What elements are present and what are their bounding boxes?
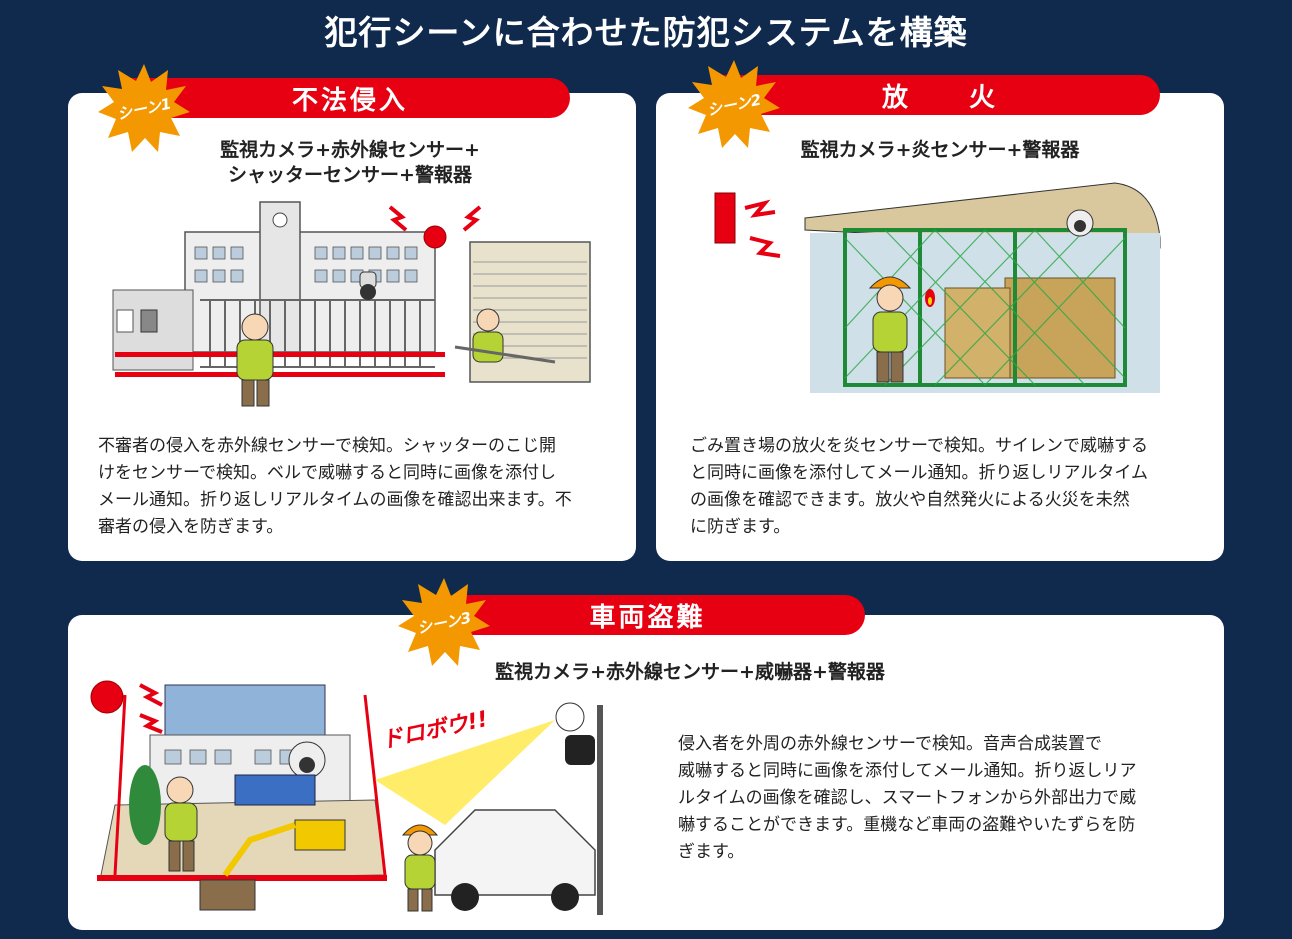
- scene2-desc-line1: ごみ置き場の放火を炎センサーで検知。サイレンで威嚇する: [690, 436, 1148, 456]
- scene1-desc-line2: けをセンサーで検知。ベルで威嚇すると同時に画像を添付し: [98, 463, 556, 483]
- scene3-desc-line2: 威嚇すると同時に画像を添付してメール通知。折り返しリア: [678, 761, 1137, 781]
- scene2-title-banner: 放 火: [720, 75, 1160, 115]
- scene1-subtitle-1: 監視カメラ+赤外線センサー+: [220, 139, 480, 161]
- scene1-desc-line4: 審者の侵入を防ぎます。: [98, 517, 284, 537]
- scene2-desc-line3: の画像を確認できます。放火や自然発火による火災を未然: [690, 490, 1130, 510]
- scene1-desc-line1: 不審者の侵入を赤外線センサーで検知。シャッターのこじ開: [98, 436, 556, 456]
- scene2-subtitle: 監視カメラ+炎センサー+警報器: [800, 139, 1080, 161]
- scene3-subtitle: 監視カメラ+赤外線センサー+威嚇器+警報器: [495, 661, 885, 683]
- scene3-illustration: [90, 680, 603, 915]
- scene2-desc-line2: と同時に画像を添付してメール通知。折り返しリアルタイム: [690, 463, 1148, 483]
- scene1-subtitle-2: シャッターセンサー+警報器: [228, 164, 472, 186]
- scene3-starburst-icon: [398, 578, 490, 666]
- scene1-illustration: [112, 201, 591, 407]
- scene3-desc-line5: ぎます。: [678, 842, 745, 862]
- scene3-desc-line3: ルタイムの画像を確認し、スマートフォンから外部出力で威: [678, 788, 1137, 808]
- scene2-starburst-icon: [688, 60, 780, 148]
- scene3-desc-line1: 侵入者を外周の赤外線センサーで検知。音声合成装置で: [678, 734, 1102, 754]
- scene3-title-banner: 車両盗難: [430, 595, 865, 635]
- scene2-illustration: [714, 182, 1161, 393]
- scene1-desc-line3: メール通知。折り返しリアルタイムの画像を確認出来ます。不: [98, 490, 572, 510]
- page-title: 犯行シーンに合わせた防犯システムを構築: [324, 13, 968, 52]
- scene3-desc-line4: 嚇することができます。重機など車両の盗難やいたずらを防: [678, 815, 1136, 835]
- scene2-desc-line4: に防ぎます。: [690, 517, 791, 537]
- scene1-title-banner: 不法侵入: [130, 78, 570, 118]
- scene1-starburst-icon: [98, 64, 190, 152]
